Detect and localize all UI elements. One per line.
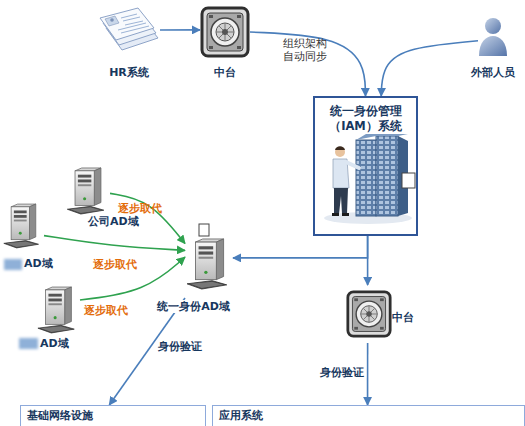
system-icon: 中台	[200, 6, 250, 58]
ad-server-icon	[38, 287, 74, 333]
worker-arm	[346, 162, 359, 168]
person-icon	[479, 18, 507, 56]
zone-band: 基础网络设施	[20, 405, 206, 426]
data-center-illustration	[324, 134, 415, 224]
person-body	[479, 36, 507, 56]
ad-server-icon	[4, 204, 39, 248]
server-rack	[356, 140, 376, 216]
blurred-mark	[4, 259, 22, 270]
node-label: 中台	[200, 66, 250, 79]
person-head	[485, 18, 501, 34]
replacement-arrow	[44, 236, 185, 251]
system-icon: 中台	[346, 285, 392, 343]
flow-arrow	[381, 41, 478, 96]
flow-arrow	[367, 236, 369, 285]
worker-shoe	[342, 213, 349, 216]
panel-box	[402, 173, 415, 188]
ad-server-icon	[67, 168, 103, 214]
node-label: 公司AD域	[88, 215, 139, 228]
node-label: AD域	[40, 337, 69, 350]
edge-label: 组织架构 自动同步	[283, 37, 331, 63]
blurred-mark	[19, 338, 38, 349]
system-icon: 外部人员	[478, 18, 508, 56]
flow-arrow	[250, 32, 366, 96]
flow-arrow	[233, 236, 368, 258]
system-icon: 公司AD域	[65, 167, 110, 215]
document-stack-icon	[100, 8, 158, 50]
edge-label: 逐步取代	[118, 202, 162, 215]
node-label: HR系统	[88, 66, 170, 79]
node-label: 外部人员	[458, 66, 525, 79]
node-title: 应用系统	[213, 406, 524, 426]
worker-shoe	[332, 213, 339, 216]
edge-label: 身份验证	[158, 340, 202, 353]
system-icon: 统一身份AD域	[185, 230, 233, 298]
flow-arrow	[367, 343, 369, 405]
system-icon: AD域	[36, 285, 80, 335]
rack-top	[356, 134, 408, 140]
document-sheet	[100, 8, 154, 40]
flow-arrow	[160, 29, 200, 31]
node-title: 基础网络设施	[21, 406, 205, 426]
replacement-arrow	[80, 257, 185, 300]
photo	[105, 16, 119, 26]
system-box: 统一身份管理 （IAM）系统	[313, 96, 418, 236]
text-lines	[118, 14, 149, 33]
server-rack	[376, 136, 398, 216]
edge-label: 逐步取代	[84, 304, 128, 317]
system-icon: HR系统	[98, 8, 160, 58]
worker-hair	[335, 146, 345, 150]
zone-band: 应用系统	[212, 405, 525, 426]
worker-legs	[334, 188, 348, 214]
node-label: 中台	[392, 311, 414, 324]
node-title: 统一身份管理 （IAM）系统	[325, 104, 407, 134]
system-icon: AD域	[2, 202, 44, 250]
edge-label: 逐步取代	[93, 258, 137, 271]
node-label: 统一身份AD域	[146, 300, 241, 313]
photo-head	[110, 18, 114, 22]
node-label: AD域	[24, 257, 53, 270]
ad-server-icon	[187, 239, 227, 289]
platform-server-icon	[202, 8, 248, 56]
edge-label: 身份验证	[320, 366, 364, 379]
platform-server-icon	[348, 292, 390, 336]
worker-head	[335, 147, 345, 157]
panel-box	[199, 224, 209, 236]
